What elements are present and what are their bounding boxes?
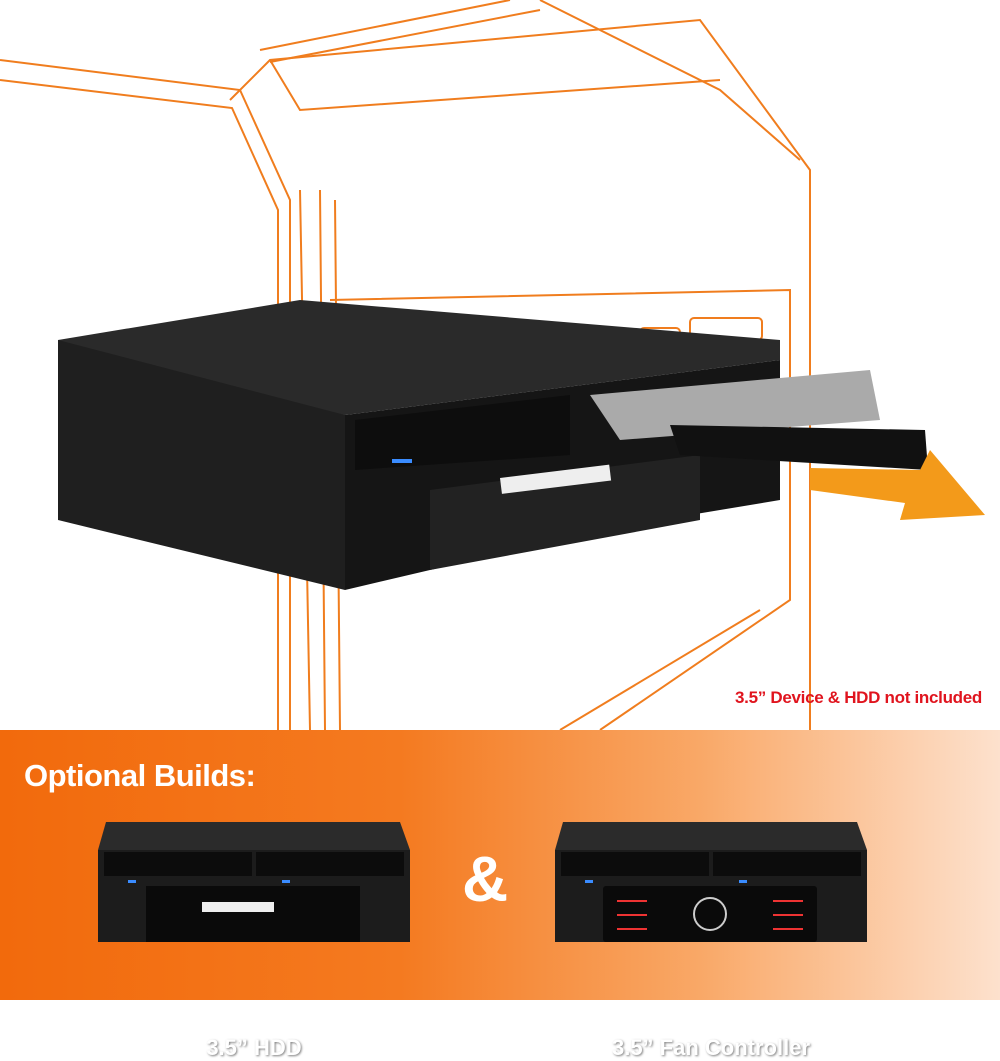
hdd-build-image — [98, 822, 410, 942]
product-hero-image: 3.5” Device & HDD not included — [0, 0, 985, 731]
build-hdd: 3.5” HDD — [98, 822, 410, 1060]
optional-builds-section: Optional Builds: 3.5” HDD & 3.5” Fan Con… — [0, 730, 1000, 1060]
hdd-tray — [670, 425, 928, 470]
arrow-icon — [810, 450, 985, 520]
led-indicator — [392, 459, 412, 463]
hdd-drive — [590, 370, 880, 440]
disclaimer-note: 3.5” Device & HDD not included — [735, 688, 982, 707]
fan-controller-build-image — [555, 822, 867, 942]
build-label: 3.5” HDD — [206, 1035, 302, 1060]
build-fan-controller: 3.5” Fan Controller — [555, 822, 867, 1060]
build-label: 3.5” Fan Controller — [611, 1035, 811, 1060]
enclosure — [58, 300, 928, 590]
ampersand: & — [462, 843, 509, 915]
product-illustration — [0, 0, 985, 731]
section-title: Optional Builds: — [24, 758, 256, 793]
barcode-label — [500, 464, 612, 494]
